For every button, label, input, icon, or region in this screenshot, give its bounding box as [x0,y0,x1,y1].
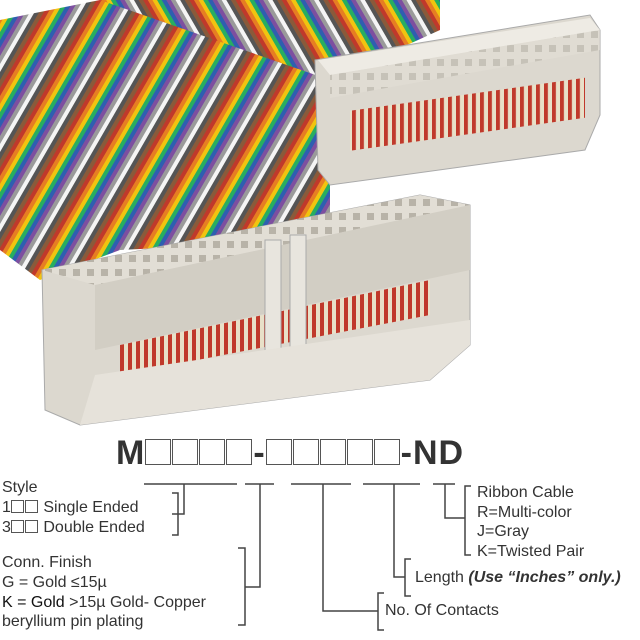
part-number-box [145,439,172,465]
ribbon-cable-assembly-photo [0,0,601,426]
style-option-double: 3 Double Ended [2,518,145,537]
leader-contacts [322,484,384,631]
length-text: Length [415,569,469,586]
ribbon-title: Ribbon Cable [477,484,574,501]
leader-ribbon [444,484,471,556]
part-number-box [373,439,400,465]
ribbon-option-gray: J=Gray [477,523,530,540]
finish-plating: beryllium pin plating [2,613,144,630]
ribbon-option-twisted: K=Twisted Pair [477,543,585,560]
finish-desc: >15µ Gold- Copper [64,594,206,611]
style-code: 1 [2,499,11,516]
box-icon [10,500,24,513]
part-number-suffix: -ND [400,434,465,472]
box-icon [10,520,24,533]
ribbon-option-multicolor: R=Multi-color [477,504,572,521]
finish-gold: G = Gold ≤15µ [2,574,107,591]
part-number-prefix: M [116,434,146,472]
style-title: Style [2,479,38,496]
box-icon [24,520,38,533]
part-number-box [265,439,292,465]
contacts-label: No. Of Contacts [385,602,499,619]
rear-connector [314,14,601,186]
part-number-box [292,439,319,465]
ribbon-cable-front [0,0,330,280]
part-number-box [172,439,199,465]
finish-code: K = Gold [2,594,65,611]
finish-gold-heavy: K = Gold >15µ Gold- Copper [2,593,206,612]
part-number: M - -ND [116,434,464,473]
part-number-box [346,439,373,465]
part-number-box [226,439,253,465]
style-option-single: 1 Single Ended [2,498,139,517]
part-number-box [319,439,346,465]
finish-title: Conn. Finish [2,554,92,571]
length-label: Length (Use “Inches” only.) [415,568,621,587]
box-icon [24,500,38,513]
style-code: 3 [2,519,11,536]
style-label: Double Ended [43,519,145,536]
front-connector [41,194,471,426]
style-label: Single Ended [43,499,139,516]
length-note: (Use “Inches” only.) [468,569,621,586]
leader-length [393,484,411,597]
part-number-box [199,439,226,465]
leader-finish [238,484,261,626]
part-number-dash: - [253,434,266,472]
leader-style [172,484,185,536]
